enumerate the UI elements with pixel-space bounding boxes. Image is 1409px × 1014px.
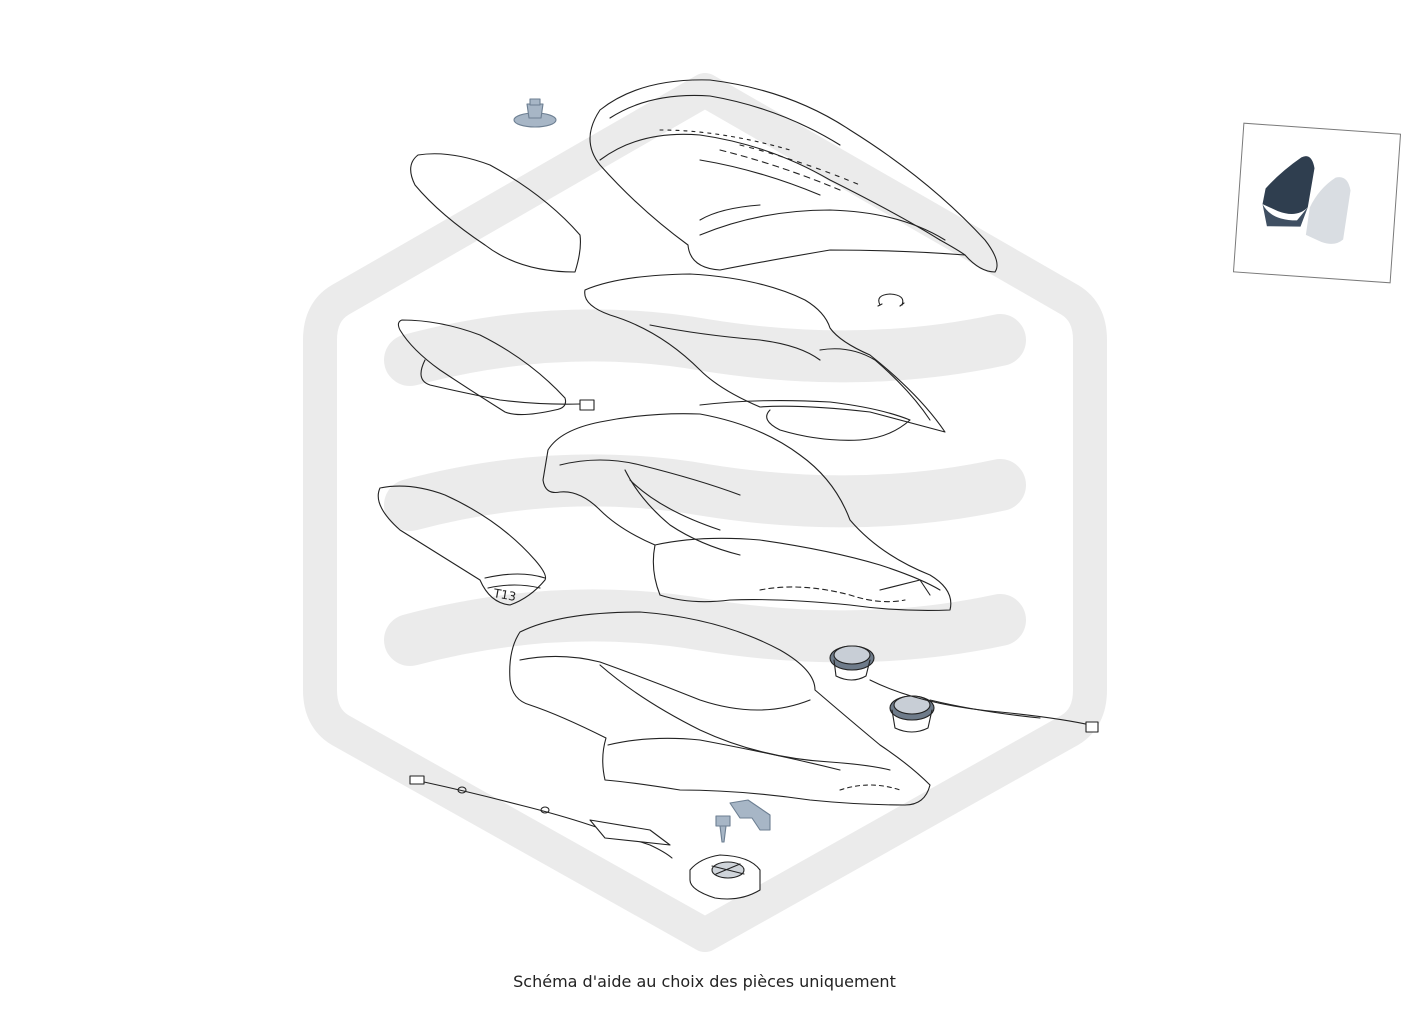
backrest-foam[interactable]	[542, 413, 952, 611]
side-panel-upper[interactable]	[410, 153, 581, 273]
hexagon-logo-watermark	[303, 73, 1107, 952]
side-pad-t13[interactable]	[377, 485, 547, 606]
retaining-clip[interactable]	[877, 293, 905, 307]
wire-harness[interactable]	[409, 775, 673, 859]
screw[interactable]	[715, 815, 731, 843]
backrest-cover[interactable]	[589, 79, 998, 273]
mounting-bracket[interactable]	[729, 799, 771, 831]
seat-thumbnail-icon	[1262, 156, 1351, 244]
heating-element-left[interactable]	[397, 319, 595, 416]
ventilation-fan-upper[interactable]	[829, 645, 875, 681]
ventilation-fan-lower[interactable]	[889, 695, 935, 733]
blower-fan[interactable]	[689, 854, 761, 900]
fan-wiring-harness[interactable]	[869, 679, 1099, 733]
push-rivet[interactable]	[513, 98, 557, 128]
caption: Schéma d'aide au choix des pièces unique…	[513, 972, 896, 991]
heating-pad-backrest[interactable]	[584, 273, 946, 441]
seat-thumbnail[interactable]	[1232, 122, 1402, 284]
seat-cushion[interactable]	[509, 611, 931, 806]
part-label-t13: T13	[491, 586, 517, 604]
